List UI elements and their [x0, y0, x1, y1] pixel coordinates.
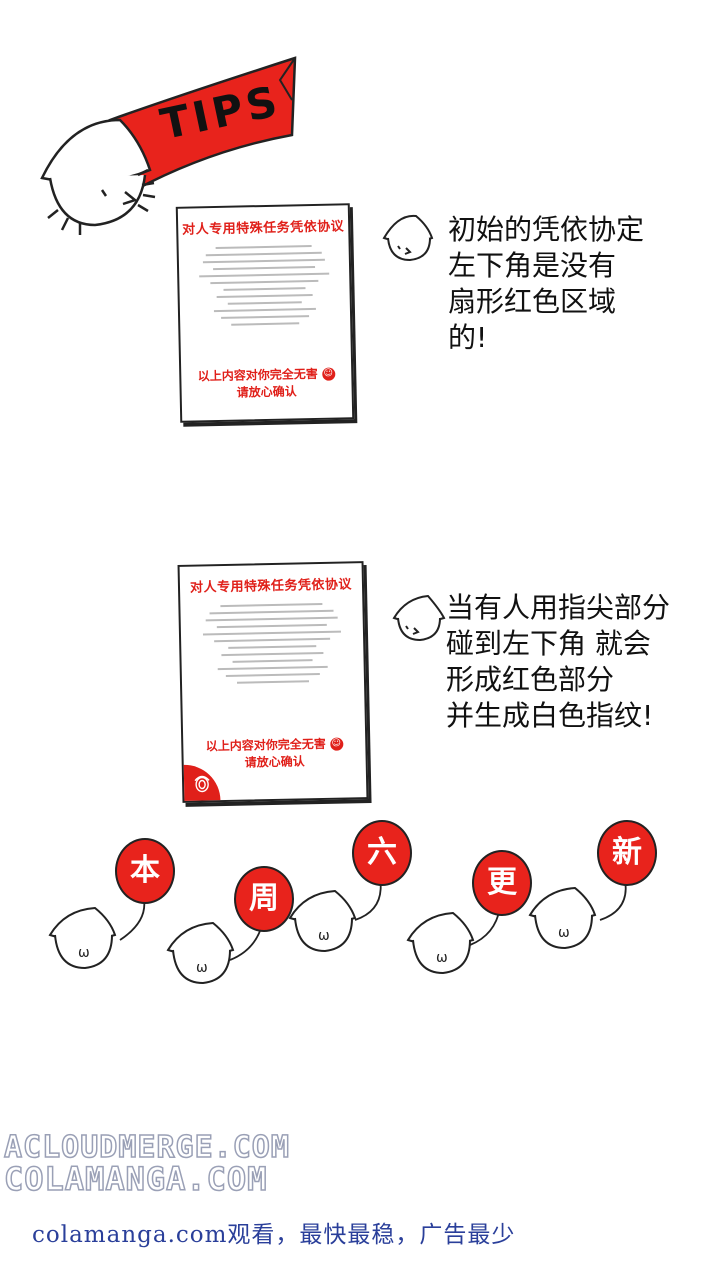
- note1-line: 扇形红色区域: [448, 285, 617, 318]
- agreement-document-touched: 对人专用特殊任务凭依协议 以上内容对你完全无害☺ 请放心确认: [177, 561, 369, 803]
- smile-icon: ☺: [329, 737, 343, 751]
- note1-line: 初始的凭依协定: [448, 213, 645, 246]
- tips-banner: [40, 56, 297, 235]
- svg-text:ω: ω: [558, 925, 570, 941]
- watermark-line2: COLAMANGA.COM: [3, 1159, 268, 1199]
- agreement-document-initial: 对人专用特殊任务凭依协议 以上内容对你完全无害☺ 请放心确认: [175, 203, 355, 423]
- svg-text:ω: ω: [196, 960, 208, 976]
- note-touched-agreement: 当有人用指尖部分 碰到左下角 就会 形成红色部分 并生成白色指纹!: [446, 590, 706, 734]
- note2-line: 碰到左下角 就会: [446, 627, 651, 660]
- document-footer-line1: 以上内容对你完全无害: [197, 366, 318, 384]
- svg-text:ω: ω: [436, 950, 448, 966]
- note1-line: 的!: [448, 321, 488, 354]
- note2-line: 当有人用指尖部分: [446, 591, 671, 624]
- balloon-char: 新: [597, 820, 657, 886]
- document-footer-line2: 请放心确认: [236, 384, 297, 400]
- document-footer-line1: 以上内容对你完全无害: [205, 736, 326, 754]
- balloon-char: 更: [472, 850, 532, 916]
- document-body-lines: [196, 245, 334, 327]
- watermark-line1: ACLOUDMERGE.COM: [3, 1129, 290, 1166]
- balloon-char: 本: [115, 838, 175, 904]
- small-mascot-icon: [382, 214, 434, 262]
- svg-text:ω: ω: [318, 928, 330, 944]
- balloon-mascots-drawing: ω ω ω ω ω: [48, 877, 627, 985]
- note2-line: 形成红色部分: [446, 663, 615, 696]
- svg-text:ω: ω: [78, 945, 90, 961]
- footer-ad-text: colamanga.com观看，最快最稳，广告最少: [32, 1222, 516, 1248]
- fingerprint-icon: [194, 775, 210, 793]
- balloon-char: 周: [234, 866, 294, 932]
- document-title: 对人专用特殊任务凭依协议: [182, 219, 345, 238]
- note1-line: 左下角是没有: [448, 249, 617, 282]
- mascot-icon: [40, 118, 156, 235]
- document-title: 对人专用特殊任务凭依协议: [189, 577, 353, 596]
- mascot-icon: ω ω ω ω ω: [48, 886, 597, 985]
- red-fan-region: [183, 764, 221, 801]
- smile-icon: ☺: [321, 367, 335, 381]
- note2-line: 并生成白色指纹!: [446, 699, 654, 732]
- balloon-char: 六: [352, 820, 412, 886]
- document-body-lines: [199, 602, 346, 684]
- small-mascot-icon: [392, 594, 446, 642]
- note-initial-agreement: 初始的凭依协定 左下角是没有 扇形红色区域 的!: [448, 212, 708, 356]
